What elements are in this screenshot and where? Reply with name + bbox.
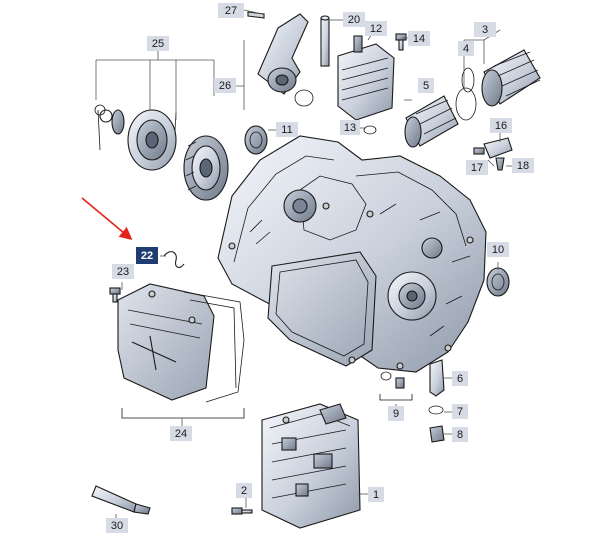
svg-text:23: 23 (117, 266, 129, 278)
sealant-tube-30 (91, 485, 151, 515)
callout-label-22: 22 (136, 247, 158, 264)
highlight-arrow (81, 197, 133, 241)
callout-label-11: 11 (276, 122, 298, 137)
callout-label-26: 26 (214, 78, 236, 93)
callout-label-20: 20 (343, 12, 365, 27)
svg-text:5: 5 (423, 80, 429, 92)
valve-body-1 (261, 403, 361, 529)
svg-text:14: 14 (413, 33, 425, 45)
callout-label-3: 3 (474, 22, 496, 37)
callout-label-30: 30 (106, 518, 128, 533)
svg-text:10: 10 (492, 244, 504, 256)
callout-label-9: 9 (388, 406, 404, 421)
callout-label-23: 23 (112, 264, 134, 279)
svg-text:1: 1 (373, 489, 379, 501)
transmission-housing (217, 135, 487, 373)
screw-14 (395, 33, 407, 51)
callout-label-12: 12 (365, 21, 387, 36)
filter-housing-3 (461, 49, 541, 107)
callout-label-18: 18 (512, 158, 534, 173)
svg-text:18: 18 (517, 160, 529, 172)
actuator-26 (247, 11, 314, 107)
svg-text:9: 9 (393, 408, 399, 420)
svg-text:25: 25 (152, 38, 164, 50)
svg-text:26: 26 (219, 80, 231, 92)
svg-text:13: 13 (344, 122, 356, 134)
callout-label-1: 1 (368, 487, 384, 502)
callout-label-8: 8 (452, 427, 468, 442)
svg-text:3: 3 (482, 24, 488, 36)
svg-text:30: 30 (111, 520, 123, 532)
callout-label-10: 10 (487, 242, 509, 257)
callout-label-4: 4 (458, 41, 474, 56)
callout-label-2: 2 (236, 483, 252, 498)
callout-label-13: 13 (340, 120, 360, 135)
callout-label-14: 14 (408, 31, 430, 46)
callout-label-24: 24 (170, 426, 192, 441)
callout-label-7: 7 (452, 404, 468, 419)
cover-24 (117, 283, 245, 419)
svg-text:6: 6 (457, 373, 463, 385)
svg-text:16: 16 (495, 120, 507, 132)
svg-text:8: 8 (457, 429, 463, 441)
callout-label-17: 17 (466, 160, 488, 175)
svg-text:22: 22 (141, 250, 153, 262)
oil-cooler-12 (337, 35, 395, 135)
callout-label-16: 16 (490, 118, 512, 133)
svg-text:17: 17 (471, 162, 483, 174)
oil-filter-5 (404, 87, 477, 148)
svg-text:7: 7 (457, 406, 463, 418)
pin-20 (320, 15, 330, 67)
callout-label-6: 6 (452, 371, 468, 386)
callout-label-5: 5 (418, 78, 434, 93)
svg-text:4: 4 (463, 43, 469, 55)
seal-11 (244, 125, 268, 155)
svg-text:20: 20 (348, 14, 360, 26)
callout-label-25: 25 (147, 36, 169, 51)
seal-10 (486, 267, 510, 297)
svg-text:24: 24 (175, 428, 187, 440)
small-parts-6-7-8-9 (379, 359, 445, 443)
clutch-assembly-25 (94, 104, 229, 201)
callout-label-27: 27 (218, 3, 244, 18)
clip-22 (163, 251, 185, 269)
svg-text:12: 12 (370, 23, 382, 35)
svg-text:11: 11 (281, 124, 292, 136)
screw-2 (231, 507, 253, 515)
svg-text:2: 2 (241, 485, 247, 497)
svg-text:27: 27 (225, 5, 237, 17)
bolt-23 (109, 287, 121, 303)
